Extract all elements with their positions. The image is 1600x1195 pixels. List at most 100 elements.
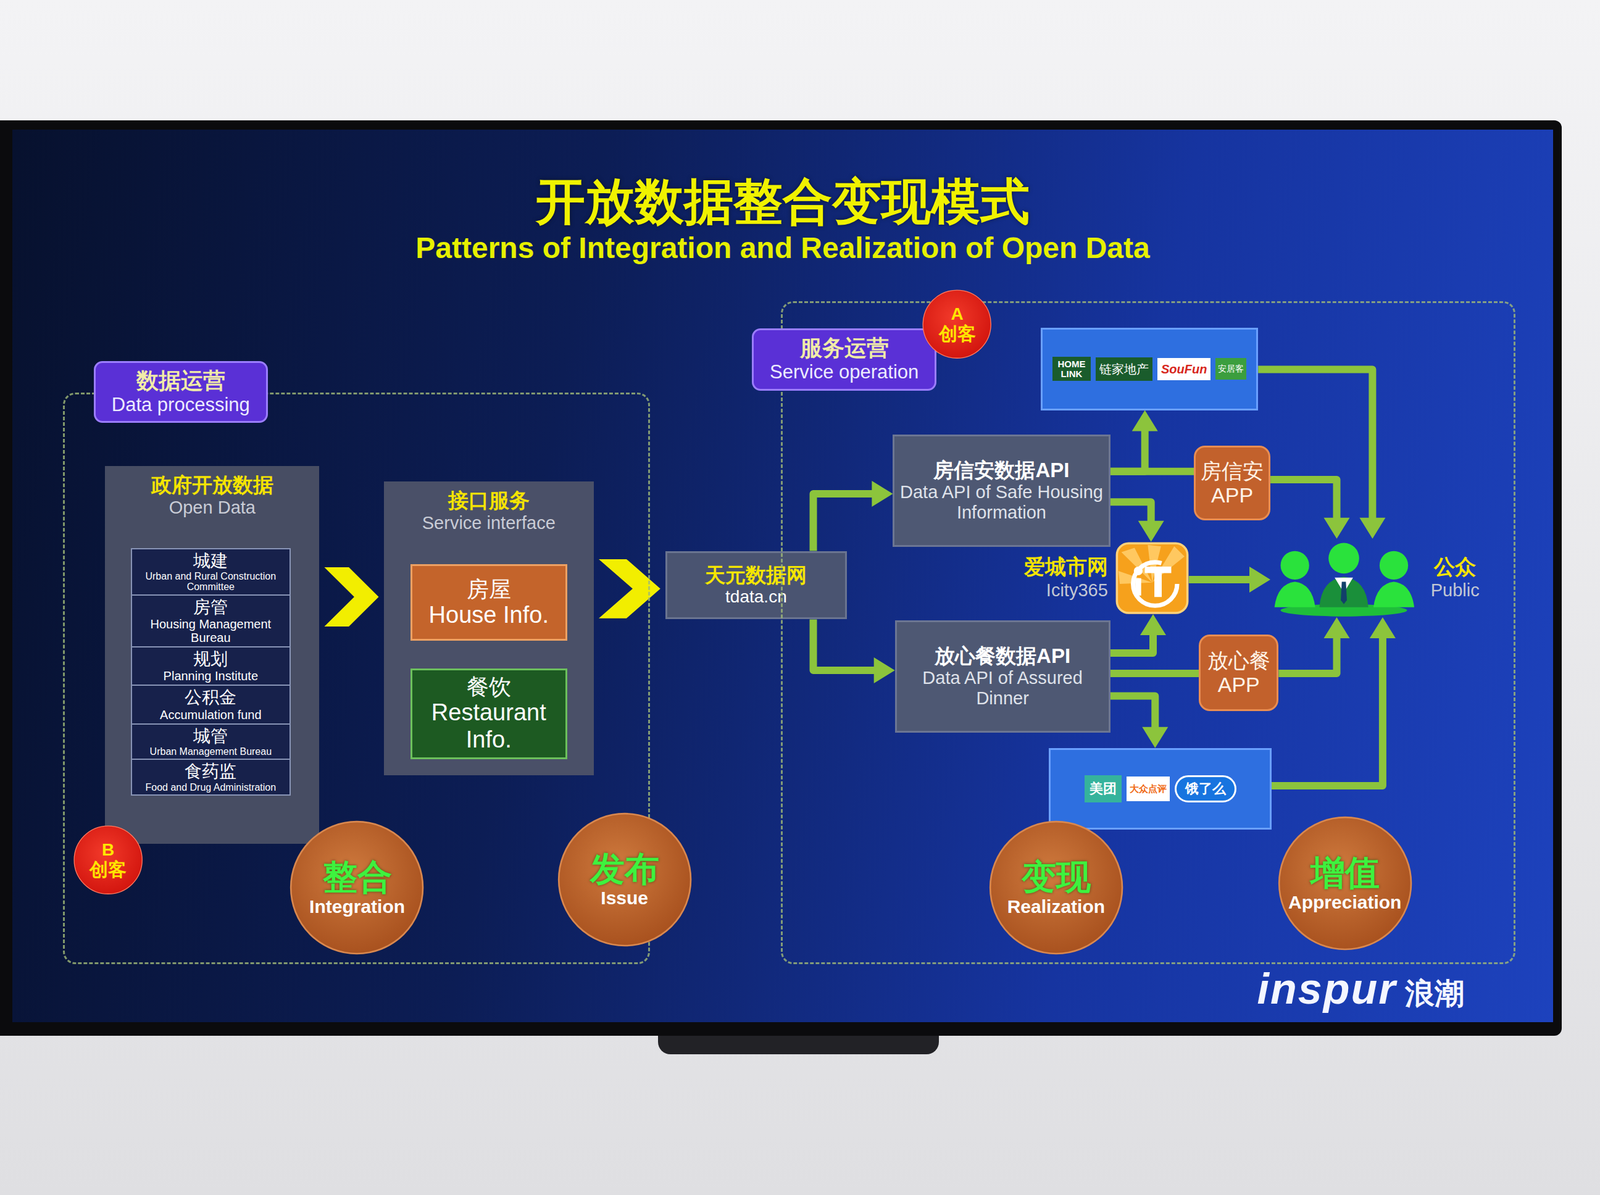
circle-outline (922, 290, 991, 359)
node-label: 公众Public (1430, 554, 1480, 601)
api-box: 房信安数据APIData API of Safe Housing Informa… (892, 434, 1110, 547)
node-heading: 爱城市网 (1024, 554, 1109, 580)
node-text: 创客 (89, 859, 127, 880)
arrow-head (871, 480, 893, 507)
node-heading: 城管 (193, 726, 228, 747)
diagram-subtitle: Patterns of Integration and Realization … (415, 230, 1150, 267)
node-heading: 房管 (193, 597, 228, 618)
node-heading: 房屋 (466, 576, 512, 602)
title-block: 开放数据整合变现模式Patterns of Integration and Re… (12, 173, 1554, 267)
node-heading: 增值 (1310, 853, 1380, 892)
source-box: 房管Housing Management Bureau (130, 594, 292, 648)
node-heading: 公积金 (184, 687, 237, 708)
connector-line (1278, 635, 1337, 674)
app-box: 房信安APP (1193, 445, 1271, 521)
node-text: Service interface (422, 512, 556, 534)
node-text: Data processing (111, 393, 250, 417)
person-body (1373, 581, 1415, 607)
partner-logos: 美团大众点评饿了么 (1048, 748, 1271, 830)
maker-badge: A创客 (922, 289, 992, 359)
node-text: Issue (600, 887, 649, 910)
connector-line (1110, 427, 1146, 471)
arrow-head (1249, 566, 1271, 593)
node-text: APP (1211, 483, 1254, 508)
connector (1110, 470, 1195, 472)
person-head (1328, 542, 1360, 574)
node-text: 创客 (938, 323, 976, 344)
arrow-head (1140, 614, 1167, 636)
stage-circle: 变现Realization (988, 820, 1124, 955)
logo-ring (1132, 562, 1177, 606)
people-icon (1270, 538, 1419, 618)
node-text: Appreciation (1288, 891, 1402, 914)
node-heading: 食药监 (184, 761, 237, 782)
api-box: 放心餐数据APIData API of Assured Dinner (895, 620, 1111, 733)
person-body (1274, 581, 1316, 607)
node-text: APP (1217, 672, 1260, 697)
node-text: tdata.cn (725, 587, 788, 607)
node-text: Urban Management Bureau (150, 746, 272, 758)
node-text: Planning Institute (163, 669, 259, 683)
node-text: Service operation (769, 360, 919, 384)
node-text: Housing Management Bureau (134, 617, 288, 645)
logo-tile (1116, 543, 1188, 613)
brand-logo: inspur浪潮 (1257, 967, 1465, 1011)
connector-line (1110, 669, 1200, 678)
node-heading: 放心餐 (1207, 648, 1271, 673)
connector (1110, 614, 1167, 654)
node-heading: 发布 (590, 850, 660, 889)
source-box: 城建Urban and Rural Construction Committee (130, 548, 292, 596)
connector-line (813, 619, 878, 671)
node-text: 链家地产 (1095, 357, 1153, 381)
node-text: Icity365 (1046, 579, 1109, 602)
node-text: Restaurant Info. (416, 699, 563, 754)
node-heading: 放心餐数据API (934, 644, 1071, 668)
node-text: 大众点评 (1126, 776, 1170, 802)
node-text: Realization (1007, 896, 1105, 918)
node-heading: 规划 (193, 649, 228, 670)
brand-name: inspur (1257, 967, 1397, 1011)
stage-circle: 整合Integration (289, 820, 425, 955)
connector-line (1258, 369, 1373, 521)
service-interface-panel: 接口服务Service interface房屋House Info.餐饮Rest… (383, 481, 595, 776)
node-heading: 房信安 (1200, 459, 1264, 484)
arrow-head (874, 657, 896, 684)
connector (1258, 369, 1386, 539)
chevron-arrow (598, 559, 661, 619)
section-tag: 服务运营Service operation (751, 328, 937, 391)
connector (1270, 479, 1350, 539)
node-heading: A (950, 304, 963, 323)
chevron-arrow (324, 567, 379, 627)
node-text: House Info. (429, 601, 549, 630)
person-head (1379, 551, 1409, 580)
stage-circle: 发布Issue (557, 812, 692, 947)
connector (1110, 673, 1200, 675)
info-box: 餐饮Restaurant Info. (410, 668, 568, 760)
connector-line (1110, 695, 1156, 730)
arrow-head (1369, 617, 1396, 639)
section-tag: 数据运营Data processing (93, 361, 268, 424)
node-heading: 变现 (1021, 858, 1091, 897)
arrow-head (1359, 517, 1386, 539)
connector (1271, 617, 1396, 786)
circle-outline (74, 825, 142, 894)
logo-stem (1135, 577, 1142, 596)
open-data-panel: 政府开放数据Open Data城建Urban and Rural Constru… (104, 466, 320, 844)
diagram-title: 开放数据整合变现模式 (535, 173, 1030, 231)
node-text: Urban and Rural Construction Committee (134, 570, 288, 593)
portal-logo (1115, 541, 1189, 615)
arrow-head (1324, 617, 1350, 639)
maker-badge: B创客 (73, 825, 143, 895)
connector (1188, 566, 1271, 593)
person-head (1280, 551, 1310, 580)
arrow-head (1138, 520, 1165, 542)
public-group: 公众Public (1270, 538, 1419, 618)
source-box: 食药监Food and Drug Administration (130, 758, 292, 796)
connector (813, 619, 896, 684)
service-operation-region: 服务运营Service operation房信安数据APIData API of… (780, 301, 1516, 965)
connector (1110, 501, 1165, 542)
connector (1278, 617, 1350, 674)
source-box: 城管Urban Management Bureau (130, 723, 292, 761)
connector-line (1188, 575, 1253, 584)
node-heading: 公众 (1433, 554, 1476, 580)
